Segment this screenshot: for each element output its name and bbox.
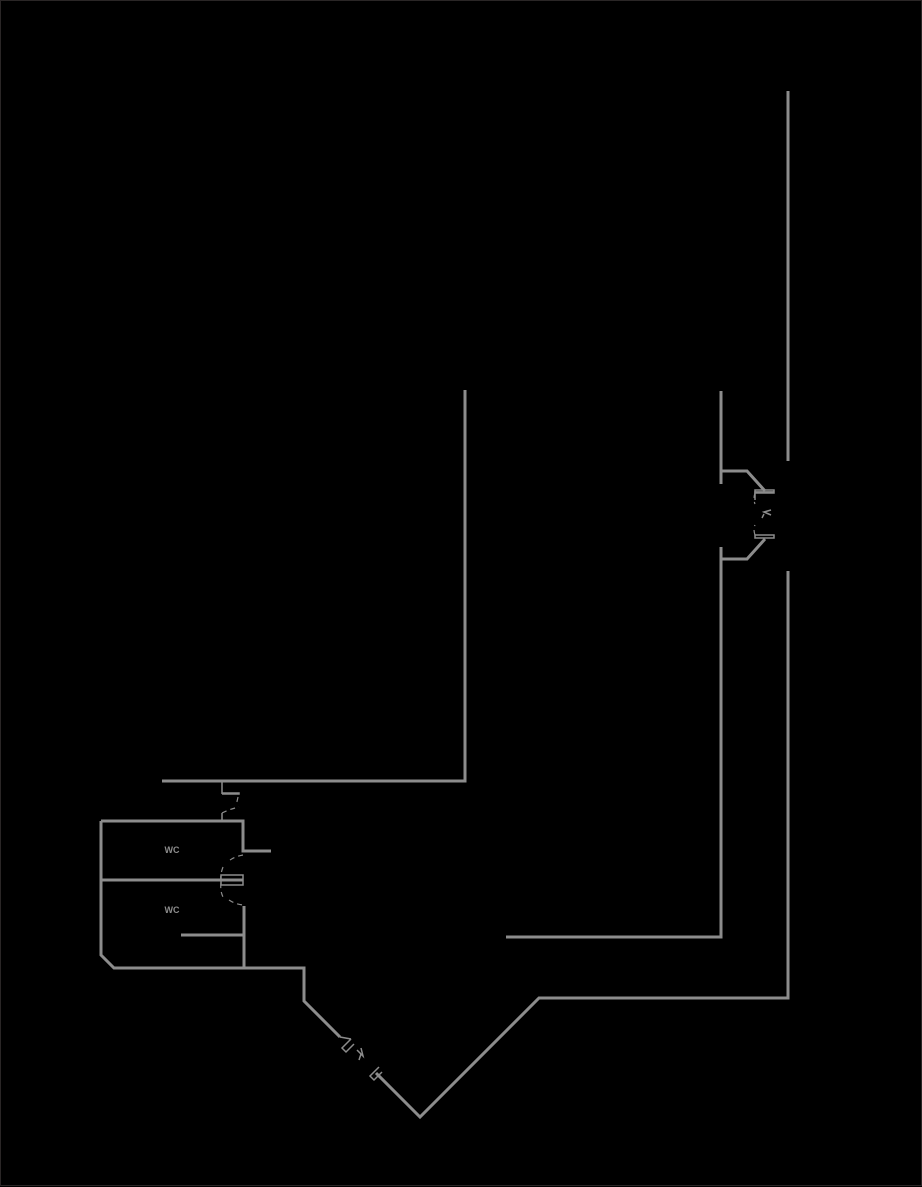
- central-room-wall: [162, 390, 467, 783]
- arrow-chevron-icon: [356, 1047, 365, 1061]
- east-inner-wall: [506, 391, 767, 939]
- south-entrance-door[interactable]: [339, 1036, 383, 1082]
- wc-partition-jamb: [220, 874, 244, 886]
- corridor-door-north[interactable]: [221, 782, 240, 821]
- east-outer-wall: [374, 91, 790, 1120]
- wc-door-upper[interactable]: [220, 854, 244, 881]
- room-label-wc-upper: WC: [165, 845, 180, 855]
- wc-block: [99, 819, 342, 1039]
- room-label-wc-lower: WC: [165, 905, 180, 915]
- arrow-chevron-icon: [761, 509, 772, 519]
- east-entrance-door[interactable]: [753, 489, 775, 539]
- wc-door-lower[interactable]: [220, 882, 244, 906]
